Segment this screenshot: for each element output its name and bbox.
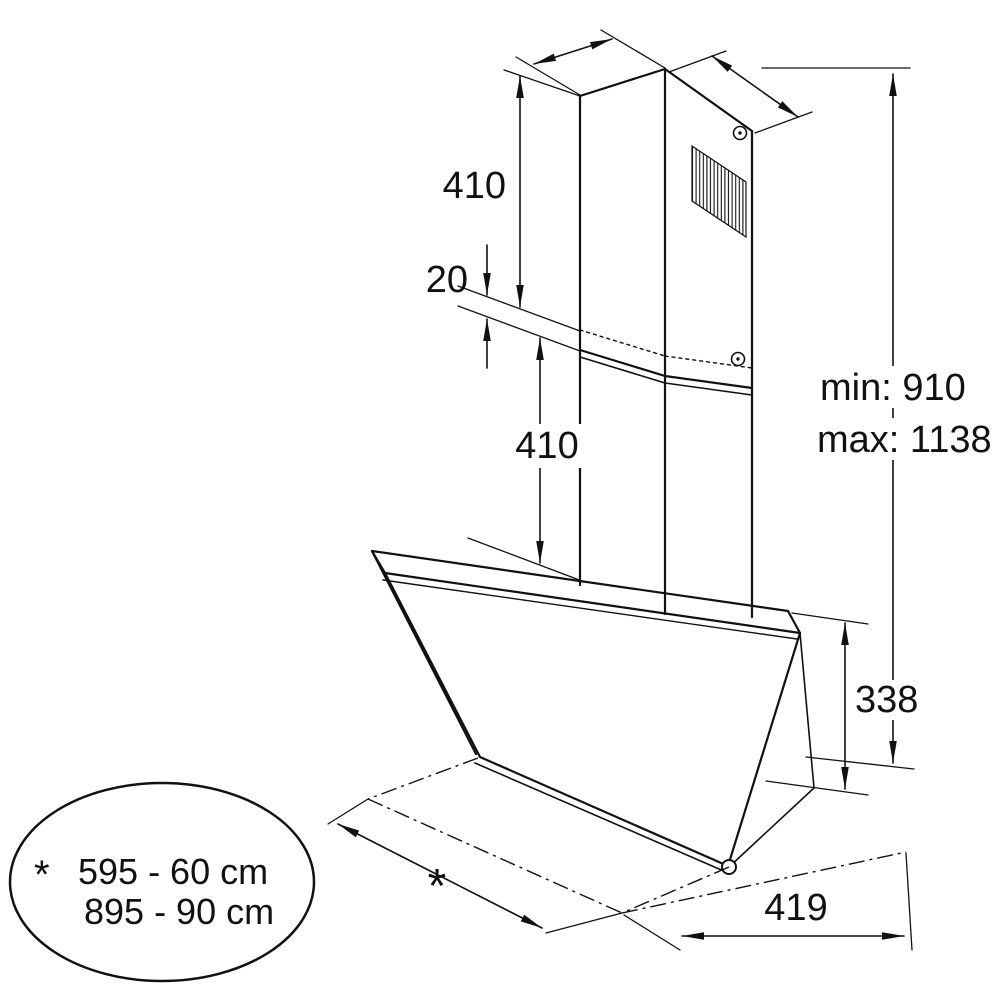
dim-label-lower-chimney: 410 [515, 425, 578, 467]
screw-icon-joint [730, 351, 746, 367]
vent-grille-icon [691, 144, 747, 239]
dim-label-depth: 419 [764, 887, 827, 929]
note-width-line1: 595 - 60 cm [78, 851, 268, 892]
dim-label-min-height: min: 910 [820, 367, 966, 409]
dim-label-max-height: max: 1138 [817, 419, 992, 461]
dim-label-body-height: 338 [855, 679, 918, 721]
chimney-outline [578, 67, 754, 619]
dimension-lines [327, 29, 915, 951]
label-masks [506, 366, 1000, 720]
dim-label-overlap: 20 [426, 259, 468, 301]
width-note-balloon [8, 781, 316, 983]
dim-label-width-asterisk: * [428, 860, 447, 913]
dim-label-upper-chimney: 410 [443, 165, 506, 207]
screw-icon-top [732, 125, 748, 141]
note-width-line2: 895 - 90 cm [84, 891, 274, 932]
note-asterisk: * [34, 853, 50, 897]
hood-body [370, 549, 815, 875]
